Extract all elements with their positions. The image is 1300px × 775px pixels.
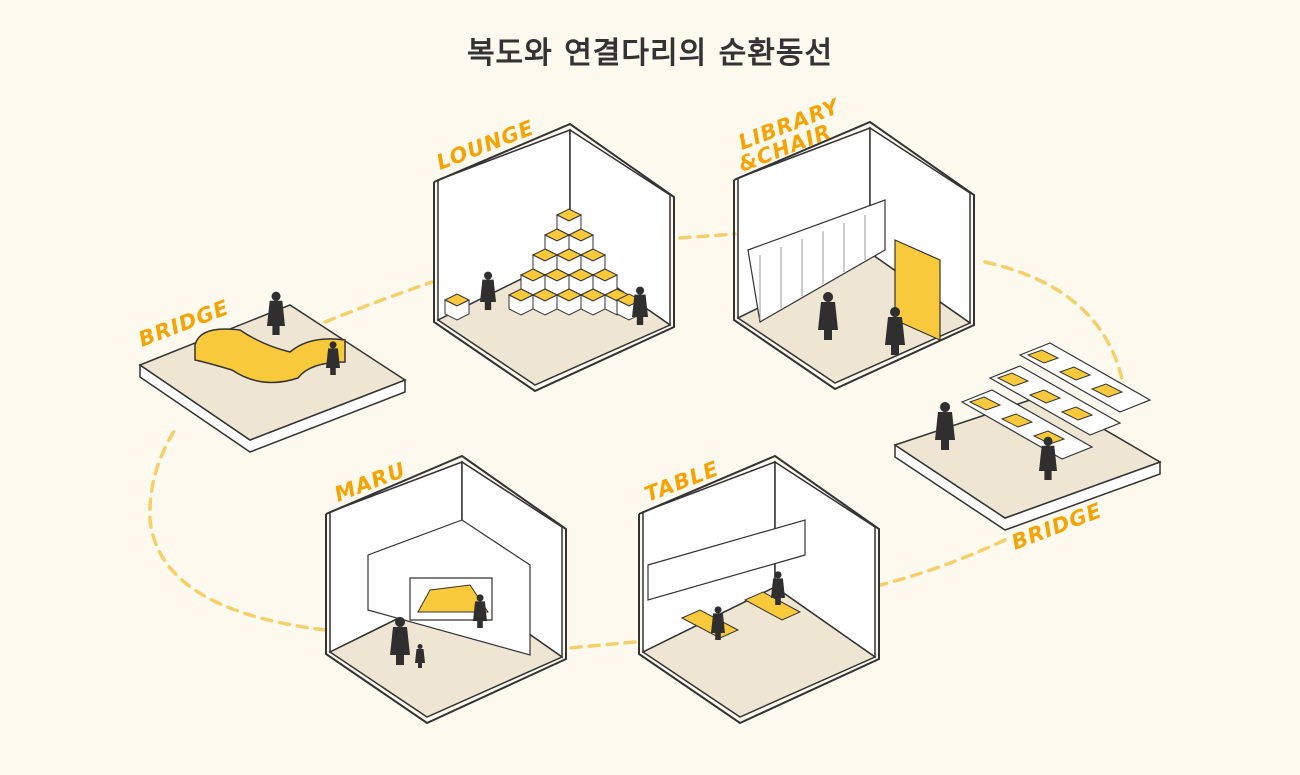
step-cushion [1060,406,1094,421]
bookshelf [747,199,886,323]
person-figure [935,402,955,450]
step-cushion [968,396,1002,411]
lounge-cube-15-side [444,299,470,321]
person-figure [1039,436,1057,480]
path-bridge-lounge [323,280,434,324]
circulation-paths [148,232,1127,650]
table-canopy [647,519,806,601]
table-floor [641,586,877,718]
person-figure [771,571,785,605]
person-figure [885,307,905,355]
bridge-left-bench [194,328,346,384]
wall-chair-panel [894,239,941,341]
maru-wall-outline [325,454,567,725]
person-figure [632,286,648,325]
person-figure [267,291,285,335]
person-figure [390,617,410,665]
step-cushion [1028,389,1062,404]
diagram-title: 복도와 연결다리의 순환동선 [466,36,834,71]
path-bridge-table [878,538,1007,587]
step-cushion [1000,413,1034,428]
lounge-wall-outline [433,122,675,393]
step-cushion [1090,383,1124,398]
step-cushion [1058,366,1092,381]
table-wall-outline [638,454,880,725]
person-figure [415,644,425,668]
person-figure [326,341,340,375]
path-table-maru [566,640,637,650]
person-figure [818,292,838,340]
path-library-bridge [983,260,1127,397]
person-figure [480,271,496,310]
person-figure [473,594,487,628]
path-maru-bridge [148,423,327,632]
table-desk [743,591,802,621]
person-figure [711,606,725,640]
step-cushion [996,372,1030,387]
path-lounge-library [678,232,737,240]
step-cushion [1026,349,1060,364]
maru-platform [417,584,489,613]
library-wall-outline [733,120,975,391]
